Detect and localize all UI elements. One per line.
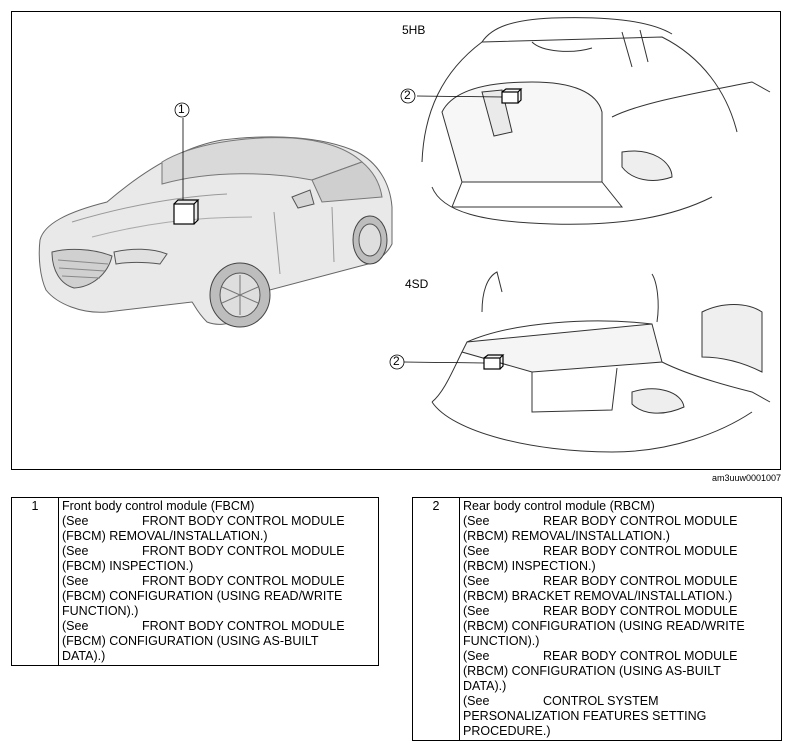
callout-2-hb: 2	[404, 88, 411, 102]
see-reference-label: (See	[463, 514, 490, 528]
rbcm-module-sd-icon	[403, 354, 505, 370]
legend-line: (See FRONT BODY CONTROL MODULE	[62, 619, 375, 634]
callout-1: 1	[178, 102, 185, 116]
legend-line: (RBCM) CONFIGURATION (USING AS-BUILT	[463, 664, 778, 679]
legend-line: (RBCM) CONFIGURATION (USING READ/WRITE	[463, 619, 778, 634]
reference-link[interactable]: FRONT BODY CONTROL MODULE	[142, 619, 345, 633]
see-reference-label: (See	[463, 544, 490, 558]
legend-line: (See REAR BODY CONTROL MODULE	[463, 544, 778, 559]
legend-text: (RBCM) INSPECTION.)	[463, 559, 596, 573]
legend-line: (RBCM) BRACKET REMOVAL/INSTALLATION.)	[463, 589, 778, 604]
reference-link[interactable]: REAR BODY CONTROL MODULE	[543, 574, 738, 588]
see-reference-label: (See	[62, 514, 89, 528]
legend-line: (See REAR BODY CONTROL MODULE	[463, 574, 778, 589]
legend-text: PROCEDURE.)	[463, 724, 551, 738]
legend-line: FUNCTION).)	[463, 634, 778, 649]
legend-text: Front body control module (FBCM)	[62, 499, 255, 513]
sedan-rear-view	[431, 271, 771, 453]
legend-text: (FBCM) CONFIGURATION (USING READ/WRITE	[62, 589, 343, 603]
reference-link[interactable]: REAR BODY CONTROL MODULE	[543, 649, 738, 663]
see-reference-label: (See	[62, 619, 89, 633]
legend-text: (FBCM) INSPECTION.)	[62, 559, 194, 573]
legend-text: FUNCTION).)	[62, 604, 139, 618]
see-reference-label: (See	[463, 694, 490, 708]
view-label-4sd: 4SD	[405, 277, 429, 291]
legend-line: (FBCM) INSPECTION.)	[62, 559, 375, 574]
see-reference-label: (See	[62, 544, 89, 558]
fbcm-module-icon	[173, 118, 200, 225]
reference-link[interactable]: FRONT BODY CONTROL MODULE	[142, 544, 345, 558]
legend-line: (FBCM) CONFIGURATION (USING READ/WRITE	[62, 589, 375, 604]
legend-line: Rear body control module (RBCM)	[463, 499, 778, 514]
car-front-view	[38, 136, 393, 328]
legend-text: DATA).)	[463, 679, 507, 693]
hatchback-rear-view	[421, 17, 771, 225]
see-reference-label: (See	[463, 574, 490, 588]
legend-line: PROCEDURE.)	[463, 724, 778, 739]
see-reference-label: (See	[463, 604, 490, 618]
component-location-figure: 5HB 4SD 1 2 2	[11, 11, 781, 470]
legend-line: (See CONTROL SYSTEM	[463, 694, 778, 709]
see-reference-label: (See	[62, 574, 89, 588]
legend-line: DATA).)	[463, 679, 778, 694]
legend-text: (RBCM) BRACKET REMOVAL/INSTALLATION.)	[463, 589, 733, 603]
reference-link[interactable]: FRONT BODY CONTROL MODULE	[142, 514, 345, 528]
legend-line: (RBCM) REMOVAL/INSTALLATION.)	[463, 529, 778, 544]
legend-line: PERSONALIZATION FEATURES SETTING	[463, 709, 778, 724]
legend-line: (See FRONT BODY CONTROL MODULE	[62, 574, 375, 589]
reference-link[interactable]: CONTROL SYSTEM	[543, 694, 659, 708]
legend-text: Rear body control module (RBCM)	[463, 499, 655, 513]
legend-line: (See REAR BODY CONTROL MODULE	[463, 514, 778, 529]
legend-line: DATA).)	[62, 649, 375, 664]
see-reference-label: (See	[463, 649, 490, 663]
reference-link[interactable]: REAR BODY CONTROL MODULE	[543, 514, 738, 528]
legend-text: PERSONALIZATION FEATURES SETTING	[463, 709, 707, 723]
figure-id: am3uuw0001007	[711, 473, 781, 483]
rbcm-module-hb-icon	[416, 88, 523, 104]
legend-line: (FBCM) REMOVAL/INSTALLATION.)	[62, 529, 375, 544]
legend-line: Front body control module (FBCM)	[62, 499, 375, 514]
legend-line: (See FRONT BODY CONTROL MODULE	[62, 544, 375, 559]
legend-text: DATA).)	[62, 649, 106, 663]
reference-link[interactable]: REAR BODY CONTROL MODULE	[543, 604, 738, 618]
legend-text: (FBCM) CONFIGURATION (USING AS-BUILT	[62, 634, 319, 648]
reference-link[interactable]: FRONT BODY CONTROL MODULE	[142, 574, 345, 588]
legend-number: 1	[11, 497, 59, 666]
legend-line: FUNCTION).)	[62, 604, 375, 619]
view-label-5hb: 5HB	[402, 23, 426, 37]
callout-2-sd: 2	[393, 354, 400, 368]
legend-text: FUNCTION).)	[463, 634, 540, 648]
legend-number: 2	[412, 497, 460, 741]
legend-line: (See REAR BODY CONTROL MODULE	[463, 604, 778, 619]
legend-line: (FBCM) CONFIGURATION (USING AS-BUILT	[62, 634, 375, 649]
legend-line: (See REAR BODY CONTROL MODULE	[463, 649, 778, 664]
legend-text: (RBCM) CONFIGURATION (USING READ/WRITE	[463, 619, 745, 633]
reference-link[interactable]: REAR BODY CONTROL MODULE	[543, 544, 738, 558]
legend-text: (RBCM) CONFIGURATION (USING AS-BUILT	[463, 664, 721, 678]
legend-text: (RBCM) REMOVAL/INSTALLATION.)	[463, 529, 670, 543]
vehicle-illustration	[38, 17, 771, 453]
legend-text: (FBCM) REMOVAL/INSTALLATION.)	[62, 529, 268, 543]
legend-line: (RBCM) INSPECTION.)	[463, 559, 778, 574]
legend-line: (See FRONT BODY CONTROL MODULE	[62, 514, 375, 529]
